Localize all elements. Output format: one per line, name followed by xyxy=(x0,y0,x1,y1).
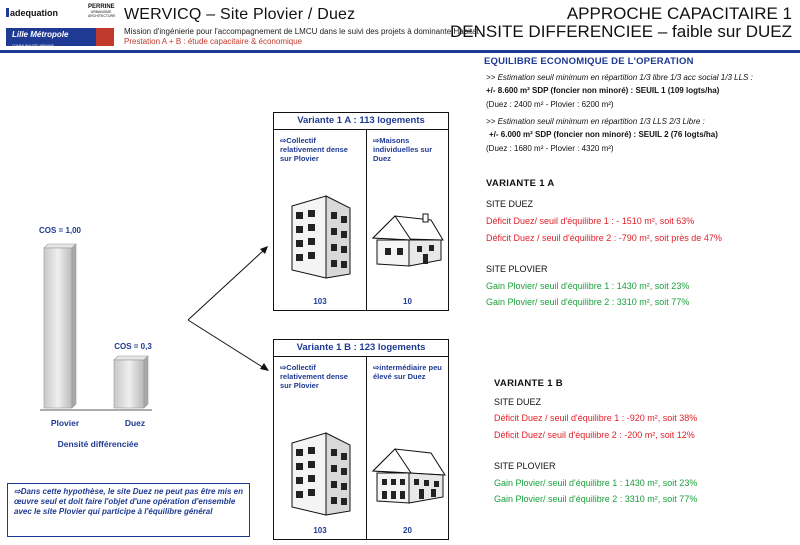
site-plovier-heading: SITE PLOVIER xyxy=(494,461,556,471)
deficit-line: Déficit Duez/ seuil d'équilibre 2 : -200… xyxy=(494,430,695,440)
plovier-label: Plovier xyxy=(50,418,80,428)
perrine-logo: PERRINE URBANISME ARCHITECTURE xyxy=(88,4,116,18)
variante-1b-header: Variante 1 B : 123 logements xyxy=(274,340,448,357)
variante-1a-header: Variante 1 A : 113 logements xyxy=(274,113,448,130)
deficit-line: Déficit Duez / seuil d'équilibre 1 : -92… xyxy=(494,413,698,423)
arrow-icon: ⇨ xyxy=(14,487,21,496)
plovier-cell: ⇨Collectif relativement dense sur Plovie… xyxy=(274,130,367,310)
adequation-logo: adequation xyxy=(6,8,58,18)
equilibre-title: EQUILIBRE ECONOMIQUE DE L'OPERATION xyxy=(484,56,694,67)
plovier-count: 103 xyxy=(313,297,327,306)
plovier-bar-top xyxy=(43,243,77,249)
duez-description: ⇨intermédiaire peu élevé sur Duez xyxy=(373,363,442,381)
site-duez-heading: SITE DUEZ xyxy=(494,397,542,407)
gain-line: Gain Plovier/ seuil d'équilibre 2 : 3310… xyxy=(486,297,690,307)
plovier-bar-side xyxy=(71,243,77,409)
duez-cell: ⇨Maisons individuelles sur Duez 10 xyxy=(367,130,448,310)
page-title: WERVICQ – Site Plovier / Duez xyxy=(124,6,356,23)
approach-title: APPROCHE CAPACITAIRE 1 xyxy=(566,4,792,23)
deficit-line: Déficit Duez / seuil d'équilibre 2 : -79… xyxy=(486,233,722,243)
arrow-icon: ⇨ xyxy=(280,136,287,145)
site-plovier-heading: SITE PLOVIER xyxy=(486,264,548,274)
branch-arrows xyxy=(187,246,269,371)
approach-subtitle: DENSITE DIFFERENCIEE – faible sur DUEZ xyxy=(450,22,792,41)
density-caption: Densité différenciée xyxy=(57,439,139,449)
hypothesis-note: ⇨Dans cette hypothèse, le site Duez ne p… xyxy=(7,483,250,537)
site-duez-heading: SITE DUEZ xyxy=(486,199,534,209)
plovier-bar xyxy=(43,247,73,409)
variante-1b-box: Variante 1 B : 123 logements ⇨Collectif … xyxy=(273,339,449,540)
equilibre-line: >> Estimation seuil minimum en répartiti… xyxy=(486,117,705,126)
header-divider xyxy=(0,50,800,53)
density-bars xyxy=(40,243,152,411)
variante-1a-title: VARIANTE 1 A xyxy=(486,178,555,189)
lille-metropole-logo: Lille Métropole COMMUNAUTÉ URBAINE xyxy=(6,28,114,48)
arrow-icon: ⇨ xyxy=(373,136,380,145)
duez-bar-top xyxy=(113,355,149,361)
variante-1a-box: Variante 1 A : 113 logements ⇨Collectif … xyxy=(273,112,449,311)
equilibre-line: (Duez : 2400 m² - Plovier : 6200 m²) xyxy=(486,100,614,109)
duez-cell: ⇨intermédiaire peu élevé sur Duez 20 xyxy=(367,357,448,539)
plovier-description: ⇨Collectif relativement dense sur Plovie… xyxy=(280,363,348,390)
variante-1b-title: VARIANTE 1 B xyxy=(494,378,563,389)
townhouse-icon xyxy=(371,448,446,504)
equilibre-line: >> Estimation seuil minimum en répartiti… xyxy=(486,73,753,82)
equilibre-line: +/- 8.600 m² SDP (foncier non minoré) : … xyxy=(486,86,720,95)
duez-description: ⇨Maisons individuelles sur Duez xyxy=(373,136,433,163)
deficit-line: Déficit Duez/ seuil d'équilibre 1 : - 15… xyxy=(486,216,695,226)
brand-mark-icon xyxy=(96,28,114,46)
gain-line: Gain Plovier/ seuil d'équilibre 1 : 1430… xyxy=(486,281,690,291)
arrow-icon: ⇨ xyxy=(280,363,287,372)
plovier-cell: ⇨Collectif relativement dense sur Plovie… xyxy=(274,357,367,539)
duez-bar xyxy=(113,359,145,409)
cos-plovier-label: COS = 1,00 xyxy=(38,226,82,235)
arrow-icon: ⇨ xyxy=(373,363,380,372)
density-diagram: COS = 1,00 COS = 0,3 Plovier Duez Densit… xyxy=(0,218,180,458)
prestation-text: Prestation A + B : étude capacitaire & é… xyxy=(124,37,303,46)
duez-count: 20 xyxy=(403,526,412,535)
duez-label: Duez xyxy=(124,418,146,428)
house-icon xyxy=(371,213,444,267)
apartment-building-icon xyxy=(291,432,351,516)
gain-line: Gain Plovier/ seuil d'équilibre 1 : 1430… xyxy=(494,478,698,488)
duez-count: 10 xyxy=(403,297,412,306)
plovier-count: 103 xyxy=(313,526,327,535)
equilibre-line: +/- 6.000 m² SDP (foncier non minoré) : … xyxy=(489,130,718,139)
gain-line: Gain Plovier/ seuil d'équilibre 2 : 3310… xyxy=(494,494,698,504)
equilibre-line: (Duez : 1680 m² - Plovier : 4320 m²) xyxy=(486,144,614,153)
plovier-description: ⇨Collectif relativement dense sur Plovie… xyxy=(280,136,348,163)
mission-subtitle: Mission d'ingénierie pour l'accompagneme… xyxy=(124,27,479,36)
duez-bar-side xyxy=(143,355,149,409)
apartment-building-icon xyxy=(291,195,351,279)
cos-duez-label: COS = 0,3 xyxy=(114,342,152,351)
